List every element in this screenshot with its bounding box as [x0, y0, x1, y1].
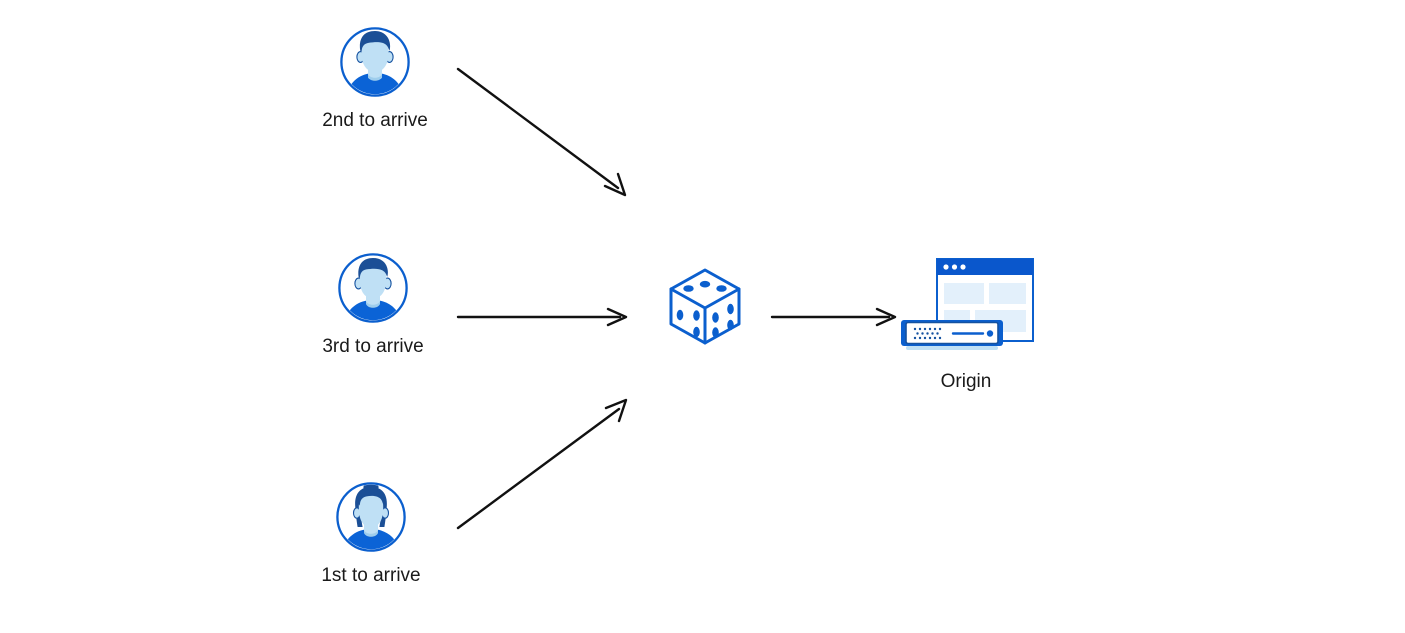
- node-user-1st[interactable]: 1st to arrive: [291, 481, 451, 587]
- dice-cube-icon: [662, 262, 748, 348]
- node-user-3rd[interactable]: 3rd to arrive: [293, 252, 453, 358]
- dice-pips-right: [712, 303, 734, 338]
- node-user-2nd[interactable]: 2nd to arrive: [295, 26, 455, 132]
- arrow-1st-to-dice: [456, 398, 628, 530]
- node-label-user-1st: 1st to arrive: [321, 565, 421, 586]
- origin-server-icon: [896, 252, 1036, 357]
- dice-pips-top: [683, 280, 727, 292]
- server-device-icon: [901, 320, 1003, 350]
- node-label-origin: Origin: [940, 371, 992, 392]
- node-label-user-3rd: 3rd to arrive: [322, 336, 424, 357]
- dice-pips-left: [676, 309, 700, 338]
- arrow-2nd-to-dice: [456, 67, 627, 197]
- user-avatar-icon: [335, 481, 407, 553]
- arrow-dice-to-origin: [770, 307, 897, 327]
- node-dice[interactable]: [645, 262, 765, 348]
- node-label-user-2nd: 2nd to arrive: [322, 110, 428, 131]
- arrow-3rd-to-dice: [456, 307, 628, 327]
- user-avatar-icon: [339, 26, 411, 98]
- user-avatar-icon: [337, 252, 409, 324]
- node-origin[interactable]: Origin: [890, 252, 1042, 393]
